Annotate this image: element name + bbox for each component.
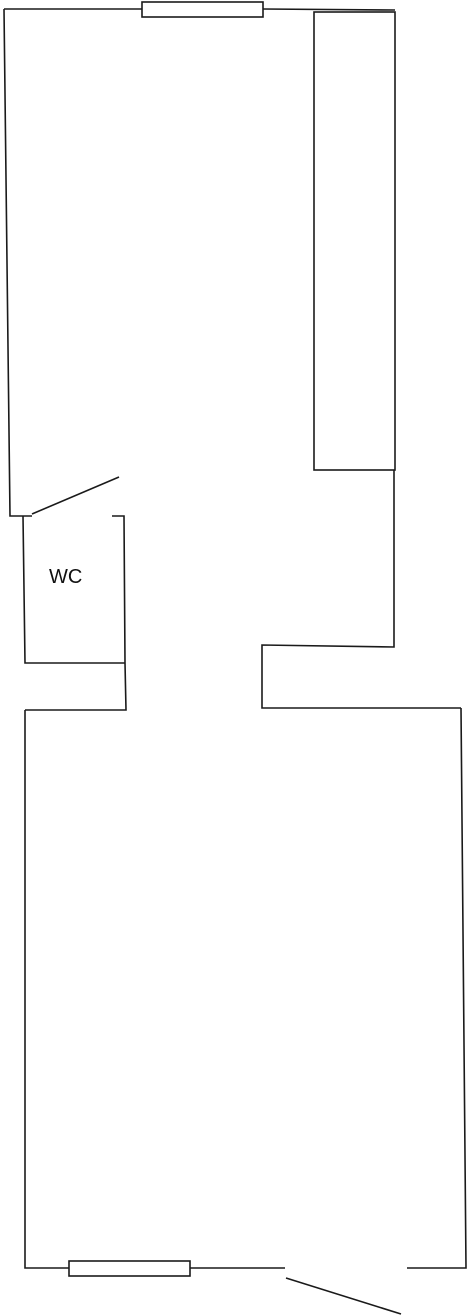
wc-door <box>31 476 120 515</box>
right-wall-lower <box>407 707 467 1269</box>
left-wall-upper <box>3 8 32 517</box>
corridor-wall <box>25 662 127 711</box>
right-wall-upper <box>261 470 461 709</box>
wc-wall-right <box>112 515 126 664</box>
built-in-cabinet <box>313 11 396 471</box>
window-top <box>141 1 264 18</box>
wc-wall-left <box>22 515 125 664</box>
window-bottom <box>68 1260 191 1277</box>
entrance-door <box>285 1277 402 1315</box>
top-wall-right <box>262 8 396 11</box>
wc-label: WC <box>49 566 82 588</box>
left-wall-lower <box>24 710 69 1269</box>
